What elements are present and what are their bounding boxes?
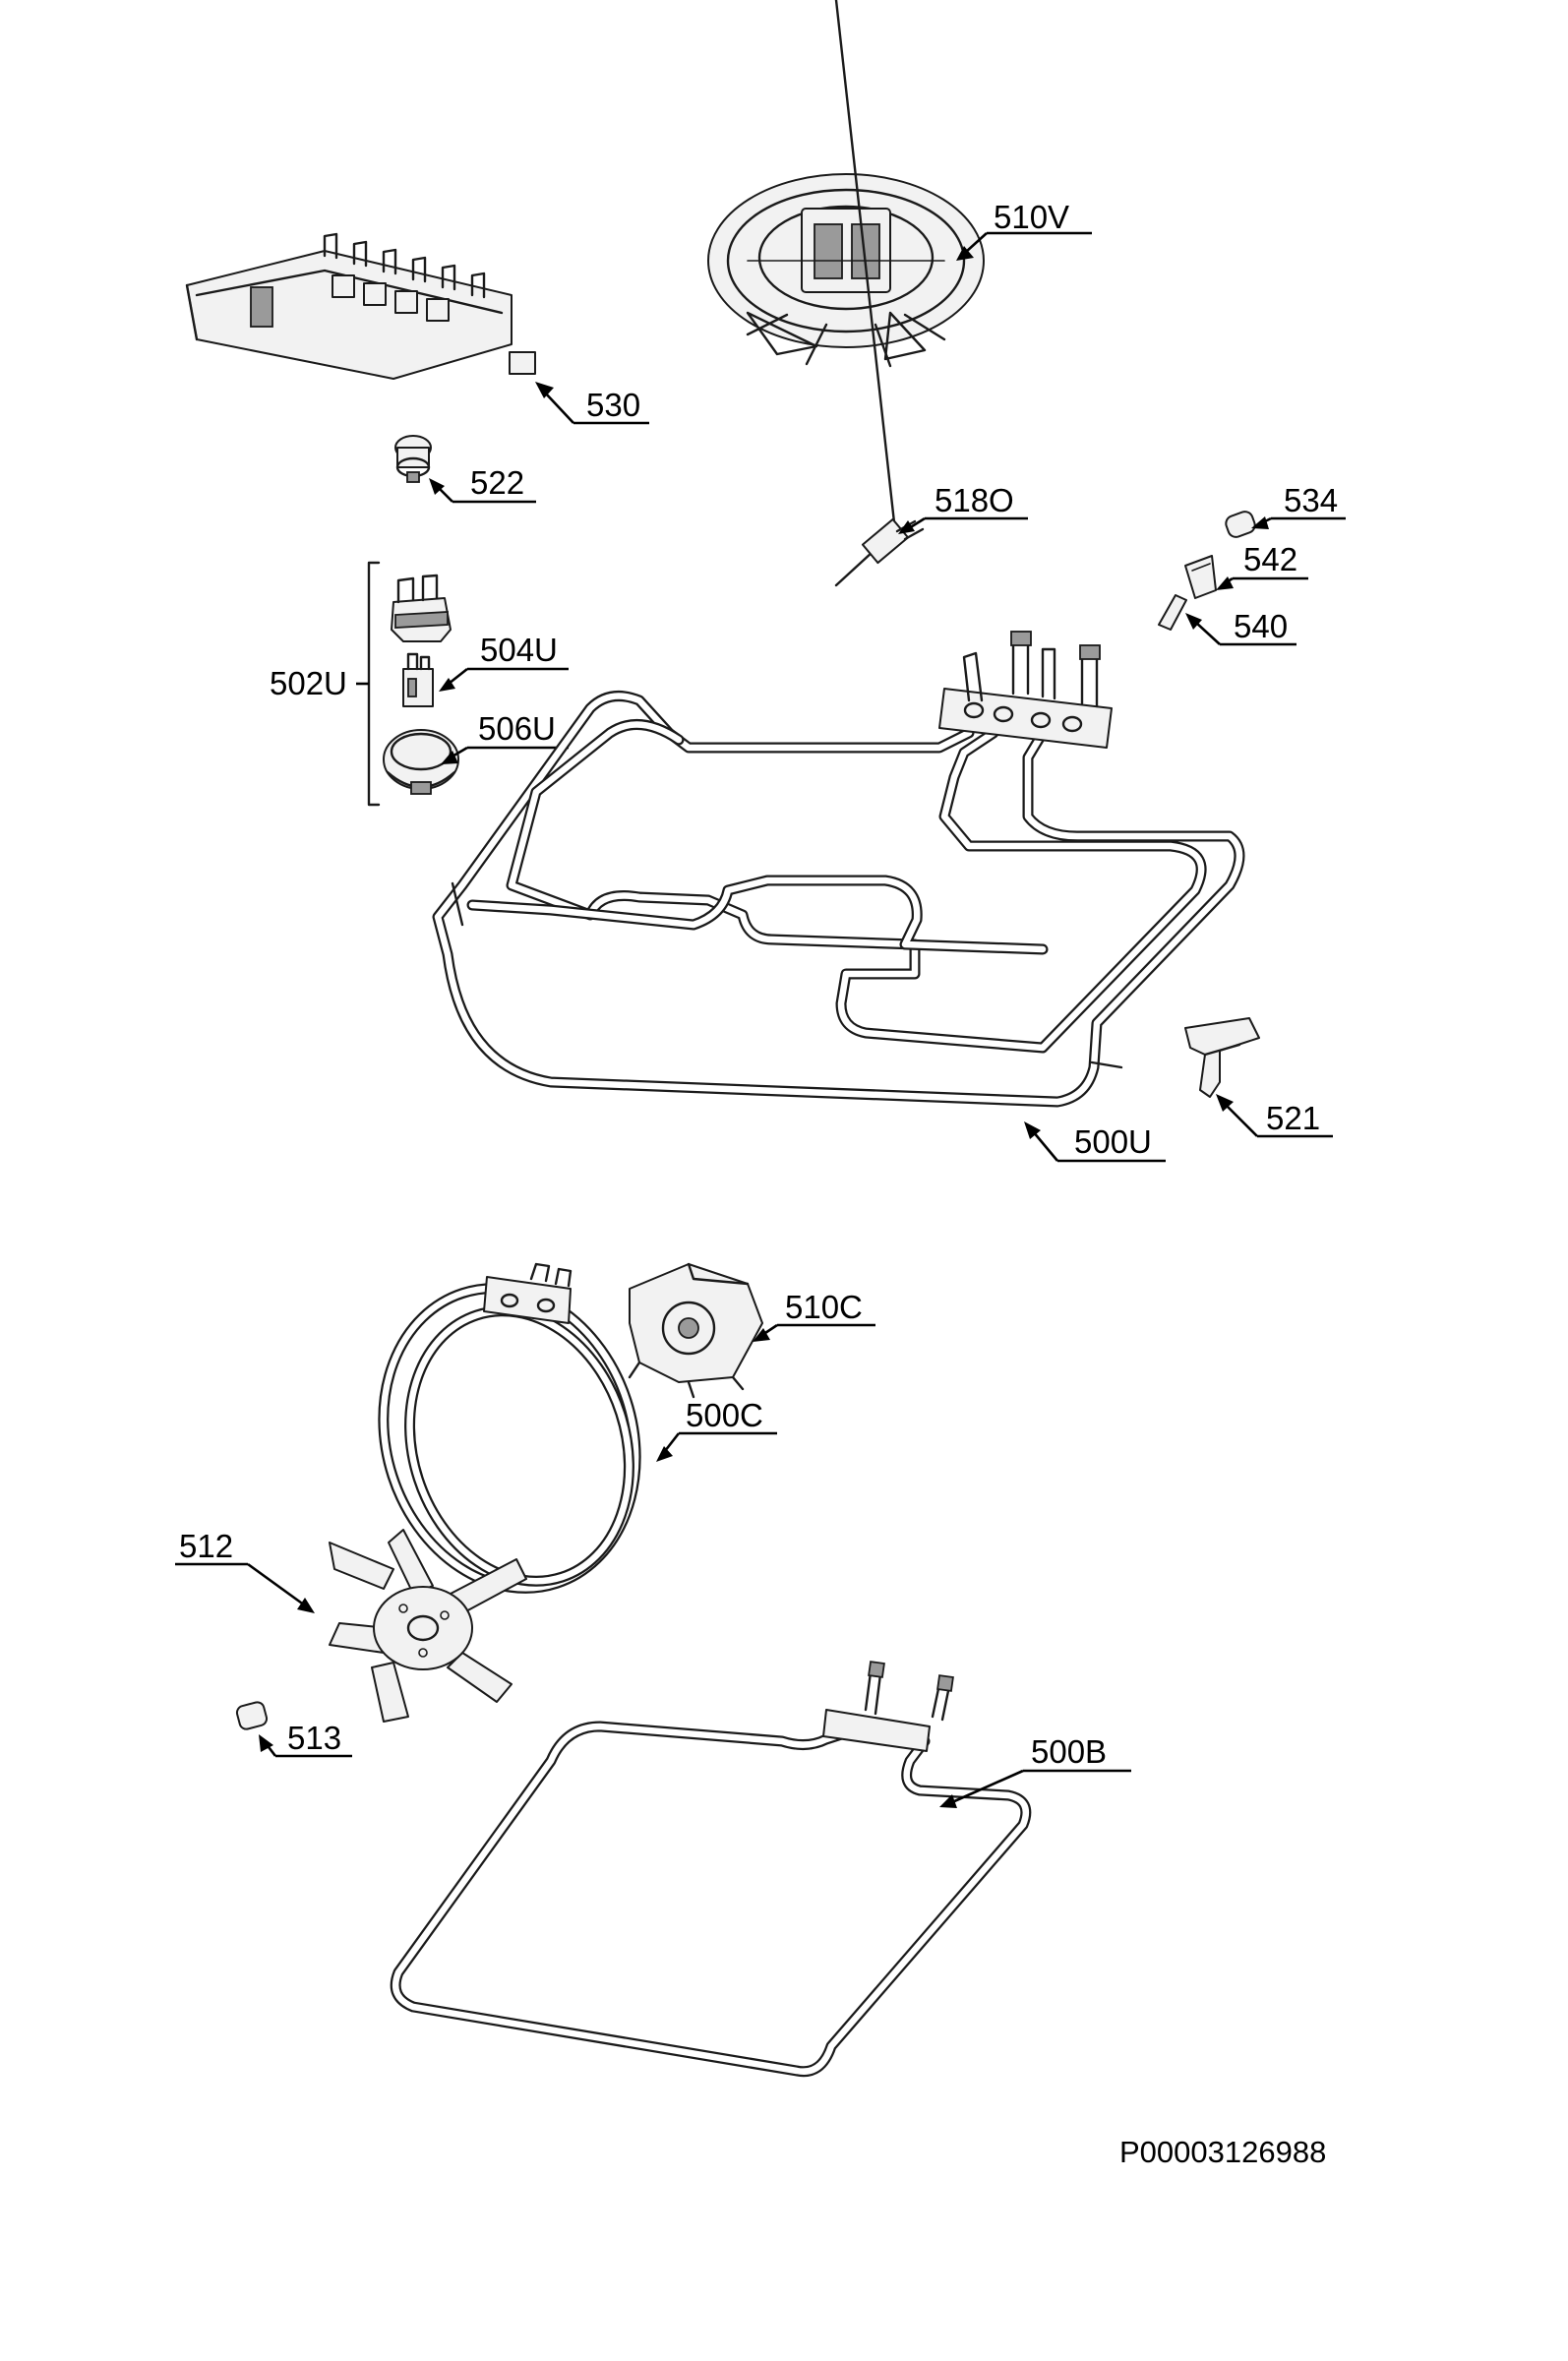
callout-521: 521 (1216, 1094, 1333, 1138)
callout-label-506U: 506U (478, 710, 556, 747)
callout-label-540: 540 (1234, 608, 1288, 644)
part-518O-sensor (834, 0, 925, 587)
part-510C-fan-motor (628, 1262, 763, 1399)
part-506U-lamp-cover (383, 729, 459, 795)
callout-label-500C: 500C (686, 1397, 763, 1433)
callout-label-502U: 502U (270, 665, 347, 701)
part-500C-circular-element (378, 1262, 641, 1594)
callout-518O: 518O (898, 482, 1028, 534)
callout-530: 530 (535, 382, 649, 425)
callout-513: 513 (259, 1720, 352, 1758)
callout-label-513: 513 (287, 1720, 341, 1756)
callout-500C: 500C (656, 1397, 777, 1462)
callout-506U: 506U (441, 710, 569, 764)
part-522-clip (394, 435, 432, 483)
callout-540: 540 (1185, 608, 1297, 646)
callout-500B: 500B (939, 1733, 1131, 1808)
callout-label-522: 522 (470, 464, 524, 501)
callout-label-542: 542 (1243, 541, 1297, 577)
part-500U-top-heating-element (432, 631, 1245, 1108)
part-502U-group (356, 561, 459, 807)
part-510V-fan-motor (707, 173, 985, 368)
callout-label-530: 530 (586, 387, 640, 423)
callout-500U: 500U (1024, 1121, 1166, 1163)
callout-label-510C: 510C (785, 1289, 863, 1325)
part-542-knob (1184, 555, 1217, 599)
callout-label-512: 512 (179, 1528, 233, 1564)
callout-label-500U: 500U (1074, 1123, 1152, 1160)
callout-510C: 510C (753, 1289, 875, 1342)
part-530-terminal-block (185, 232, 536, 380)
part-512-fan-blade (329, 1529, 527, 1723)
callout-label-504U: 504U (480, 632, 558, 668)
callout-534: 534 (1251, 482, 1346, 529)
part-521-clip (1184, 1017, 1260, 1098)
callout-504U: 504U (439, 632, 569, 692)
callout-510V: 510V (956, 199, 1092, 261)
callout-label-500B: 500B (1031, 1733, 1107, 1770)
callout-label-521: 521 (1266, 1100, 1320, 1136)
callout-512: 512 (175, 1528, 315, 1613)
part-540-bracket (1158, 594, 1187, 631)
callout-542: 542 (1216, 541, 1308, 590)
callout-label-518O: 518O (935, 482, 1014, 518)
part-504U-connector (402, 652, 434, 707)
callout-label-534: 534 (1284, 482, 1338, 518)
callout-522: 522 (429, 464, 536, 504)
callout-label-510V: 510V (994, 199, 1069, 235)
drawing-number: P00003126988 (1119, 2135, 1326, 2169)
part-534-cap (1225, 511, 1256, 538)
part-513-nut (235, 1701, 269, 1730)
part-500B-bottom-heating-element (390, 1661, 1032, 2078)
